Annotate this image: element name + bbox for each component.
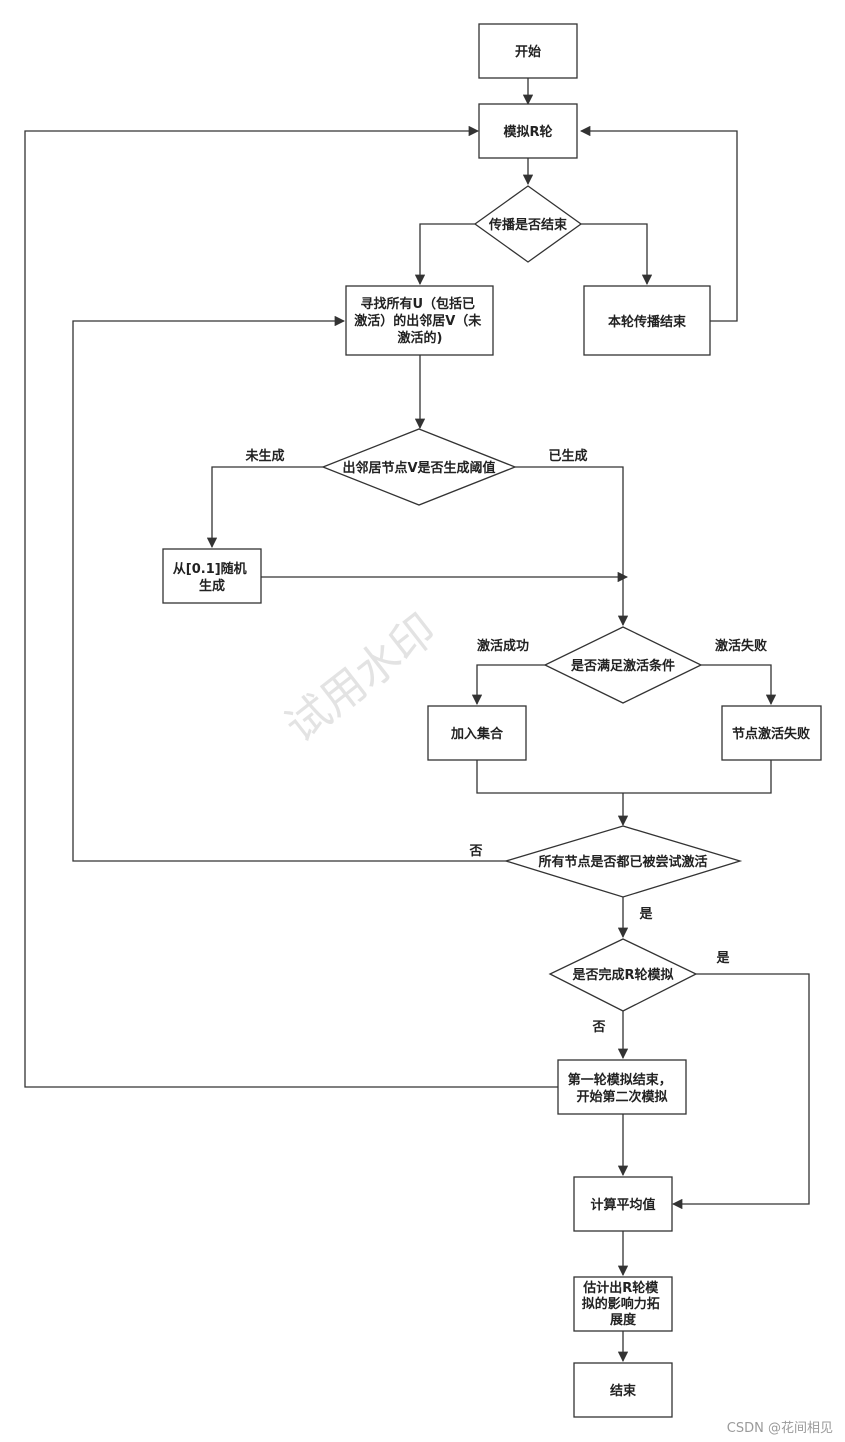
node-estimate-line-2: 拟的影响力拓 [582, 1296, 660, 1312]
node-add-set-label: 加入集合 [450, 726, 504, 742]
node-round-end-label: 本轮传播结束 [608, 314, 687, 330]
watermark: 试用水印 [276, 604, 446, 753]
label-no-all-tried: 否 [468, 844, 482, 859]
node-simulate: 模拟R轮 [478, 103, 578, 159]
node-simulate-label: 模拟R轮 [503, 124, 552, 140]
label-generated: 已生成 [548, 448, 587, 464]
edges [24, 78, 810, 1363]
node-propagation-end-check: 传播是否结束 [473, 185, 583, 263]
label-activate-success: 激活成功 [477, 638, 529, 654]
svg-text:寻找所有U（包括已 激活）的出邻居V（未: 寻找所有U（包括已 激活）的出邻居V（未 激活的) [354, 296, 486, 346]
node-next-round-line-1: 第一轮模拟结束， [568, 1072, 672, 1088]
node-activation-fail: 节点激活失败 [721, 705, 822, 761]
node-estimate-line-3: 展度 [610, 1312, 637, 1328]
node-random-gen: 从[0.1]随机 生成 [162, 548, 262, 604]
svg-text:从[0.1]随机 生成: 从[0.1]随机 生成 [173, 561, 251, 594]
node-next-round: 第一轮模拟结束， 开始第二次模拟 [557, 1059, 687, 1115]
label-not-generated: 未生成 [244, 448, 284, 464]
node-activation-check: 是否满足激活条件 [543, 626, 703, 704]
node-end: 结束 [573, 1362, 673, 1418]
edge-alltried-find [72, 315, 506, 862]
edge-activation-fail [701, 664, 777, 706]
edge-roundend-simulate [579, 125, 738, 322]
node-propagation-end-check-label: 传播是否结束 [488, 217, 568, 233]
node-find-neighbors-line-1: 寻找所有U（包括已 [360, 296, 475, 312]
node-start: 开始 [478, 23, 578, 79]
node-add-set: 加入集合 [427, 705, 527, 761]
node-threshold-check-label: 出邻居节点V是否生成阈值 [342, 460, 495, 476]
node-threshold-check: 出邻居节点V是否生成阈值 [321, 428, 517, 506]
node-all-tried-check: 所有节点是否都已被尝试激活 [503, 825, 743, 898]
node-end-label: 结束 [610, 1383, 637, 1399]
label-no-r-done: 否 [591, 1020, 605, 1035]
edge-labels: 未生成 已生成 激活成功 激活失败 否 是 是 否 [244, 448, 767, 1035]
label-activate-fail: 激活失败 [715, 638, 767, 654]
node-estimate: 估计出R轮模 拟的影响力拓 展度 [573, 1276, 673, 1332]
label-yes-all-tried: 是 [638, 907, 653, 922]
svg-text:估计出R轮模 拟的影响力拓 展度: 估计出R轮模 拟的影响力拓 展度 [582, 1280, 665, 1328]
edge-check-roundend [581, 223, 653, 286]
node-find-neighbors-line-3: 激活的) [398, 330, 443, 346]
edge-threshold-activation [515, 466, 629, 627]
label-yes-r-done: 是 [715, 951, 730, 966]
svg-text:第一轮模拟结束， 开始第二次模拟: 第一轮模拟结束， 开始第二次模拟 [568, 1072, 677, 1105]
node-find-neighbors: 寻找所有U（包括已 激活）的出邻居V（未 激活的) [345, 285, 494, 356]
edge-activation-add [471, 664, 545, 706]
node-r-done-check-label: 是否完成R轮模拟 [571, 967, 673, 983]
node-all-tried-check-label: 所有节点是否都已被尝试激活 [538, 854, 707, 870]
csdn-credit: CSDN @花间相见 [727, 1420, 833, 1436]
edge-nextround-simulate [24, 125, 558, 1088]
node-start-label: 开始 [515, 44, 541, 60]
edge-check-find [414, 223, 475, 286]
edge-rcheck-average [671, 973, 810, 1210]
node-random-gen-line-1: 从[0.1]随机 [173, 561, 247, 577]
edge-threshold-random [206, 466, 323, 549]
node-activation-fail-label: 节点激活失败 [732, 726, 810, 742]
node-random-gen-line-2: 生成 [199, 578, 225, 594]
node-estimate-line-1: 估计出R轮模 [582, 1280, 659, 1296]
node-round-end: 本轮传播结束 [583, 285, 711, 356]
node-average: 计算平均值 [573, 1176, 673, 1232]
edge-add-merge [476, 760, 772, 794]
node-activation-check-label: 是否满足激活条件 [570, 658, 675, 674]
node-r-done-check: 是否完成R轮模拟 [548, 938, 698, 1012]
node-next-round-line-2: 开始第二次模拟 [576, 1089, 667, 1105]
node-find-neighbors-line-2: 激活）的出邻居V（未 [354, 313, 482, 329]
node-average-label: 计算平均值 [590, 1197, 655, 1213]
